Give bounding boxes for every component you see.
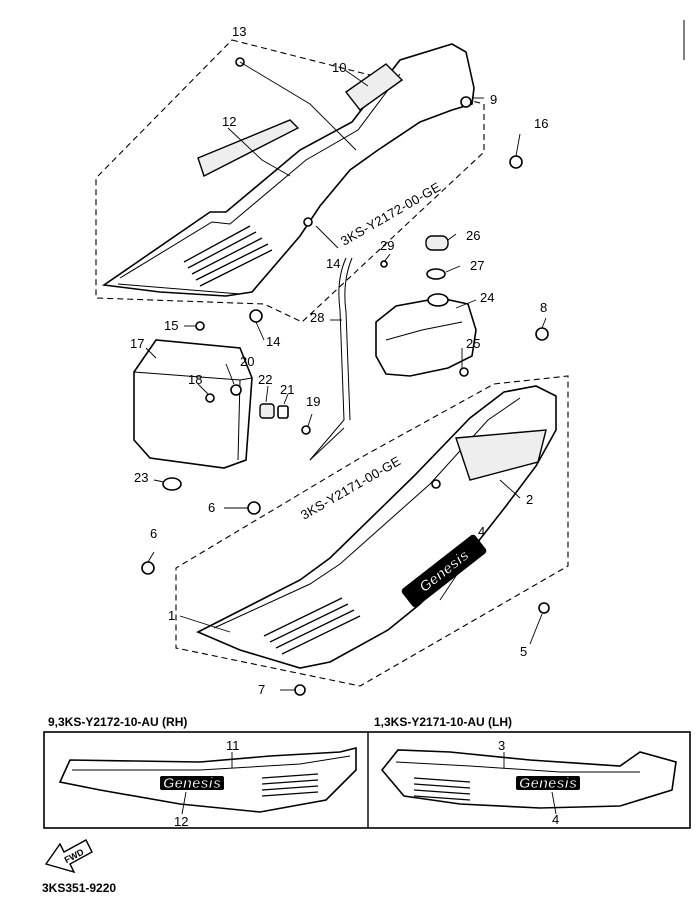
- bolt-18: [205, 393, 215, 403]
- callout-20: 20: [240, 354, 254, 369]
- callout-12: 12: [222, 114, 236, 129]
- hose-28-inner: [344, 257, 353, 421]
- callout-22: 22: [258, 372, 272, 387]
- rh-cover-lower-edge: [117, 283, 241, 295]
- rh-cover-group: [95, 39, 523, 341]
- tank-neck: [427, 293, 449, 307]
- callout-24: 24: [480, 290, 494, 305]
- callout-1: 1: [168, 608, 175, 623]
- callout-11: 11: [226, 738, 240, 753]
- clip-rh: [303, 217, 313, 227]
- battery-box-group: [133, 339, 313, 491]
- inset-frame: [43, 731, 691, 829]
- callout-25: 25: [466, 336, 480, 351]
- cap-26: [425, 235, 449, 251]
- callout-2: 2: [526, 492, 533, 507]
- callout-9: 9: [490, 92, 497, 107]
- rh-variant-caption: 9,3KS-Y2172-10-AU (RH): [48, 715, 187, 729]
- damper-14b: [249, 309, 263, 323]
- damper-8: [535, 327, 549, 341]
- callout-8: 8: [540, 300, 547, 315]
- lh-variant-caption: 1,3KS-Y2171-10-AU (LH): [374, 715, 512, 729]
- callout-27: 27: [470, 258, 484, 273]
- lh-side-cover: [196, 385, 557, 669]
- rh-side-cover: [101, 43, 475, 297]
- callout-13: 13: [232, 24, 246, 39]
- rh-emblem: [197, 119, 300, 177]
- rh-variant-stripe: [72, 755, 351, 771]
- damper-23: [162, 477, 182, 491]
- oil-tank: [375, 297, 477, 377]
- callout-3: 3: [498, 738, 505, 753]
- rh-vents: [183, 225, 273, 287]
- clip-29: [380, 260, 388, 268]
- lh-emblem-2: [455, 429, 547, 481]
- tank-seam: [385, 321, 463, 341]
- bolt-7: [294, 684, 306, 696]
- callout-10: 10: [332, 60, 346, 75]
- rh-upper-emblem: [344, 63, 404, 111]
- lh-variant-vents: [413, 777, 471, 801]
- lh-cover-outline: [175, 375, 569, 687]
- callout-4: 4: [478, 524, 485, 539]
- lh-variant-stripe: [395, 761, 640, 773]
- damper-6a: [247, 501, 261, 515]
- callout-21: 21: [280, 382, 294, 397]
- lh-vents: [263, 597, 361, 655]
- callout-14a: 14: [326, 256, 340, 271]
- callout-19: 19: [306, 394, 320, 409]
- seal-27: [426, 268, 446, 280]
- callout-15: 15: [164, 318, 178, 333]
- callout-18: 18: [188, 372, 202, 387]
- grommet-20: [230, 384, 242, 396]
- callout-14b: 14: [266, 334, 280, 349]
- callout-28: 28: [310, 310, 324, 325]
- hose-28: [309, 257, 347, 461]
- bolt-15: [195, 321, 205, 331]
- bolt-25: [459, 367, 469, 377]
- callout-26: 26: [466, 228, 480, 243]
- tank-group: [309, 233, 549, 461]
- lh-cover-edge: [213, 397, 521, 629]
- variant-inset: 9,3KS-Y2172-10-AU (RH) 1,3KS-Y2171-10-AU…: [43, 715, 691, 829]
- callout-16: 16: [534, 116, 548, 131]
- damper-16: [509, 155, 523, 169]
- callout-23: 23: [134, 470, 148, 485]
- bolt-19: [301, 425, 311, 435]
- lh-variant-decal-text: Genesis: [519, 775, 577, 792]
- callout-6b: 6: [150, 526, 157, 541]
- callout-labels: 13 10 9 12 16 29 26 27 14 24 28 8 15 14 …: [130, 24, 548, 697]
- clip-lh: [431, 479, 441, 489]
- callout-12b: 12: [174, 814, 188, 829]
- callout-7: 7: [258, 682, 265, 697]
- callout-17: 17: [130, 336, 144, 351]
- nut-21: [277, 405, 289, 419]
- grommet-9: [460, 96, 472, 108]
- bolt-5: [538, 602, 550, 614]
- callout-6a: 6: [208, 500, 215, 515]
- drawing-number: 3KS351-9220: [42, 881, 116, 895]
- collar-22: [259, 403, 275, 419]
- fwd-arrow-icon: FWD: [44, 839, 93, 874]
- rh-variant-decal: [160, 776, 224, 790]
- damper-6b: [141, 561, 155, 575]
- callout-29: 29: [380, 238, 394, 253]
- battery-box: [133, 339, 253, 469]
- callout-5: 5: [520, 644, 527, 659]
- rh-cover-edge: [119, 73, 401, 279]
- rh-variant-decal-text: Genesis: [163, 775, 221, 792]
- rh-variant-vents: [261, 773, 319, 797]
- callout-4b: 4: [552, 812, 559, 827]
- lh-variant-decal: [516, 776, 580, 790]
- lh-cover-group: Genesis: [141, 375, 569, 696]
